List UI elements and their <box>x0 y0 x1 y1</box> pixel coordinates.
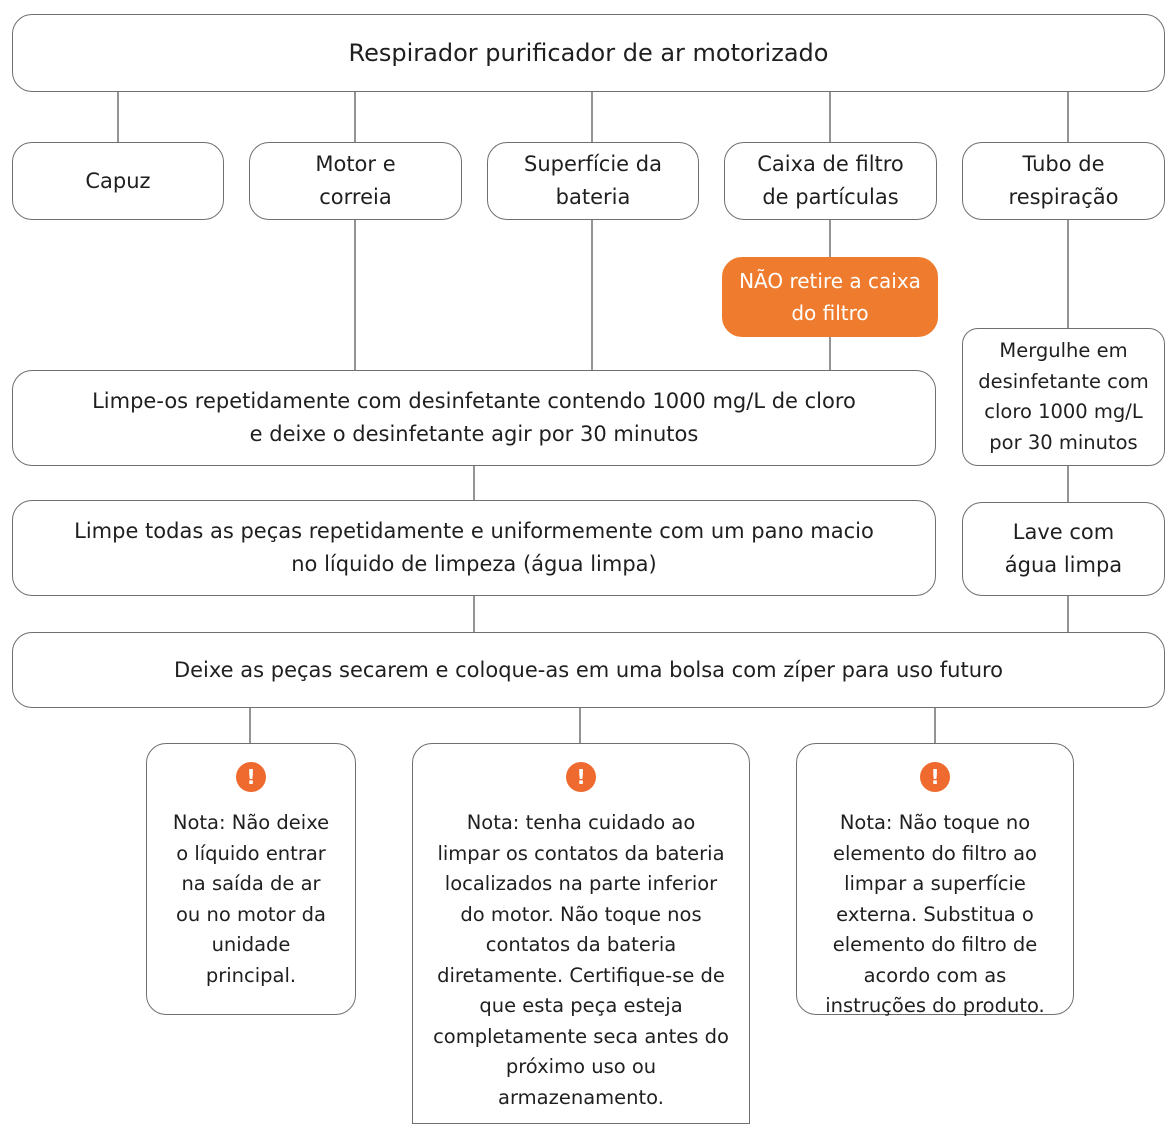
component-breathing-tube: Tubo de respiração <box>962 142 1165 220</box>
step-disinfect-text: Limpe-os repetidamente com desinfetante … <box>92 389 856 446</box>
title-text: Respirador purificador de ar motorizado <box>348 39 829 67</box>
note-battery-contacts: ! Nota: tenha cuidado ao limpar os conta… <box>412 743 750 1124</box>
component-motor-belt-label: Motor e correia <box>315 152 396 209</box>
step-wipe-text: Limpe todas as peças repetidamente e uni… <box>74 519 874 576</box>
step-dry-store: Deixe as peças secarem e coloque-as em u… <box>12 632 1165 708</box>
exclamation-icon: ! <box>920 762 950 792</box>
component-breathing-tube-label: Tubo de respiração <box>1008 152 1119 209</box>
component-battery-surface: Superfície da bateria <box>487 142 699 220</box>
component-motor-belt: Motor e correia <box>249 142 462 220</box>
component-hood: Capuz <box>12 142 224 220</box>
step-rinse: Lave com água limpa <box>962 502 1165 596</box>
note-air-outlet: ! Nota: Não deixe o líquido entrar na sa… <box>146 743 356 1015</box>
warning-text: NÃO retire a caixa do filtro <box>739 269 921 325</box>
exclamation-icon: ! <box>566 762 596 792</box>
step-immerse: Mergulhe em desinfetante com cloro 1000 … <box>962 328 1165 466</box>
component-battery-surface-label: Superfície da bateria <box>524 152 662 209</box>
step-wipe: Limpe todas as peças repetidamente e uni… <box>12 500 936 596</box>
note-filter-element: ! Nota: Não toque no elemento do filtro … <box>796 743 1074 1017</box>
component-hood-label: Capuz <box>85 168 151 193</box>
step-disinfect: Limpe-os repetidamente com desinfetante … <box>12 370 936 466</box>
warning-box: NÃO retire a caixa do filtro <box>722 257 938 337</box>
step-dry-store-text: Deixe as peças secarem e coloque-as em u… <box>173 657 1004 682</box>
note-battery-contacts-text: Nota: tenha cuidado ao limpar os contato… <box>433 811 729 1109</box>
exclamation-icon: ! <box>236 762 266 792</box>
component-filter-box-label: Caixa de filtro de partículas <box>757 152 904 209</box>
step-rinse-text: Lave com água limpa <box>1004 520 1123 577</box>
step-immerse-text: Mergulhe em desinfetante com cloro 1000 … <box>978 339 1149 454</box>
note-air-outlet-text: Nota: Não deixe o líquido entrar na saíd… <box>172 811 330 987</box>
note-filter-element-text: Nota: Não toque no elemento do filtro ao… <box>825 811 1045 1017</box>
component-filter-box: Caixa de filtro de partículas <box>724 142 937 220</box>
title-box: Respirador purificador de ar motorizado <box>12 14 1165 92</box>
